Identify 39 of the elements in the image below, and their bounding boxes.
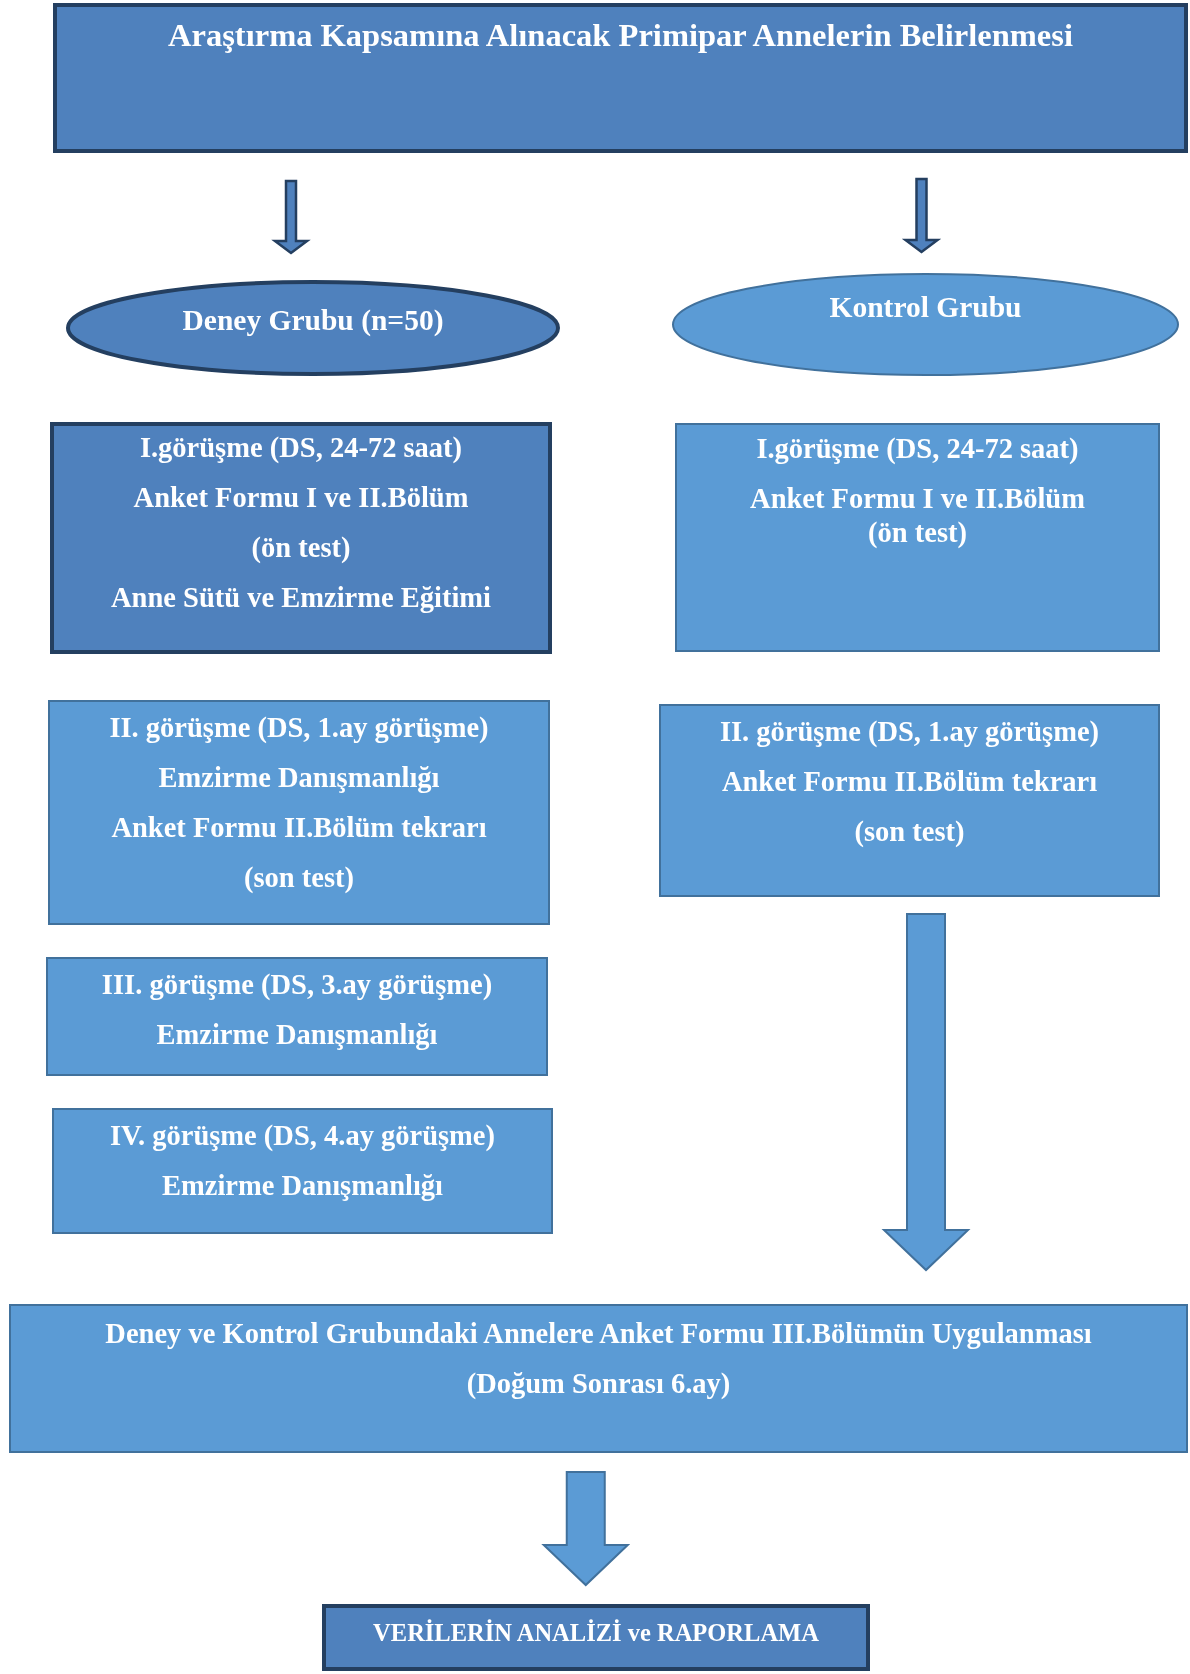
process-box bbox=[9, 1304, 1188, 1453]
node-text: I.görüşme (DS, 24-72 saat) bbox=[139, 432, 463, 464]
node-text: Kontrol Grubu bbox=[829, 291, 1022, 324]
node-text: I.görüşme (DS, 24-72 saat) bbox=[756, 433, 1079, 465]
block-arrow bbox=[541, 1471, 631, 1587]
process-box bbox=[675, 423, 1160, 652]
node-text: Anket Formu I ve II.Bölüm bbox=[133, 482, 469, 514]
node-text: Anket Formu II.Bölüm tekrarı bbox=[111, 812, 487, 844]
node-text: Emzirme Danışmanlığı bbox=[158, 762, 440, 794]
process-box bbox=[659, 704, 1160, 897]
node-text: Anket Formu I ve II.Bölüm bbox=[750, 483, 1085, 515]
node-text: Anne Sütü ve Emzirme Eğitimi bbox=[111, 582, 491, 614]
node-text: II. görüşme (DS, 1.ay görüşme) bbox=[719, 716, 1100, 748]
process-box bbox=[50, 422, 552, 654]
process-box bbox=[46, 957, 548, 1076]
group-ellipse bbox=[66, 280, 560, 376]
node-text: Emzirme Danışmanlığı bbox=[156, 1019, 438, 1051]
node-text: (Doğum Sonrası 6.ay) bbox=[466, 1368, 731, 1400]
node-text: IV. görüşme (DS, 4.ay görüşme) bbox=[110, 1120, 495, 1152]
node-text: (ön test) bbox=[868, 517, 967, 549]
node-text: Deney Grubu (n=50) bbox=[182, 304, 444, 337]
node-text: (son test) bbox=[244, 862, 354, 894]
node-text: (ön test) bbox=[251, 532, 351, 564]
node-text: II. görüşme (DS, 1.ay görüşme) bbox=[109, 712, 489, 744]
block-arrow bbox=[881, 913, 971, 1272]
node-text: Emzirme Danışmanlığı bbox=[162, 1170, 443, 1202]
node-text: (son test) bbox=[854, 816, 965, 848]
node-text: Araştırma Kapsamına Alınacak Primipar Annelerin Belirlenmesi bbox=[168, 17, 1073, 54]
node-text: Deney ve Kontrol Grubundaki Annelere Anket Formu III.Bölümün Uygulanması bbox=[105, 1318, 1092, 1350]
node-text: III. görüşme (DS, 3.ay görüşme) bbox=[101, 969, 493, 1001]
process-box bbox=[52, 1108, 553, 1234]
node-text: VERİLERİN ANALİZİ ve RAPORLAMA bbox=[373, 1619, 819, 1647]
result-box bbox=[322, 1604, 870, 1671]
process-box bbox=[48, 700, 550, 925]
group-ellipse bbox=[672, 273, 1179, 376]
block-arrow bbox=[271, 179, 311, 255]
title-box bbox=[53, 3, 1188, 153]
node-text: Anket Formu II.Bölüm tekrarı bbox=[721, 766, 1098, 798]
block-arrow bbox=[901, 177, 942, 254]
